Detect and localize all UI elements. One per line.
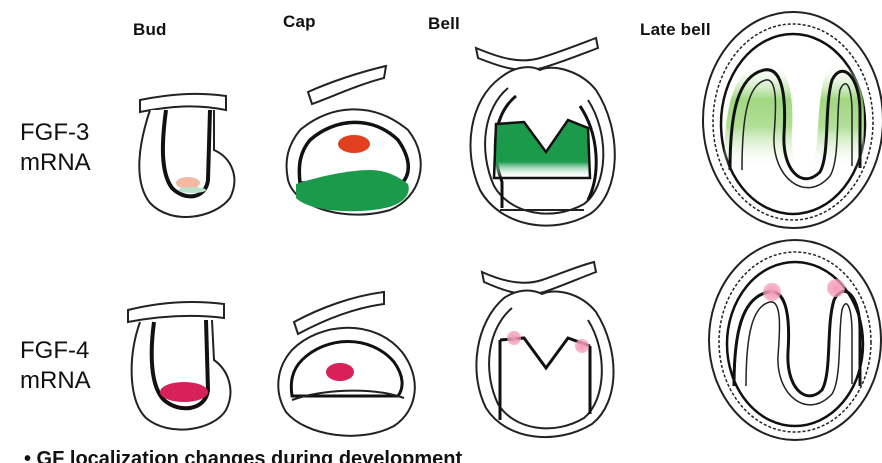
- fgf3-bud-green-spot: [178, 187, 206, 193]
- fgf4-bell-diagram: [476, 262, 613, 437]
- figure-caption: • GF localization changes during develop…: [24, 447, 462, 463]
- fgf4-late-bell-diagram: [709, 240, 881, 440]
- fgf3-cap-red-spot: [338, 135, 370, 153]
- fgf3-bud-diagram: [139, 94, 234, 217]
- fgf4-late-bell-pink-spot-right: [827, 279, 845, 297]
- fgf3-late-bell-diagram: [703, 12, 882, 228]
- fgf4-late-bell-pink-spot-left: [763, 283, 781, 301]
- fgf3-cap-diagram: [287, 66, 421, 215]
- fgf4-cap-magenta-spot: [326, 363, 354, 381]
- fgf4-cap-diagram: [278, 292, 415, 436]
- fgf4-bud-diagram: [128, 302, 230, 430]
- fgf4-bell-pink-spot-left: [507, 331, 521, 345]
- fgf3-bell-diagram: [470, 38, 614, 226]
- fgf4-bell-pink-spot-right: [575, 339, 589, 353]
- fgf4-bud-magenta-spot: [160, 382, 208, 402]
